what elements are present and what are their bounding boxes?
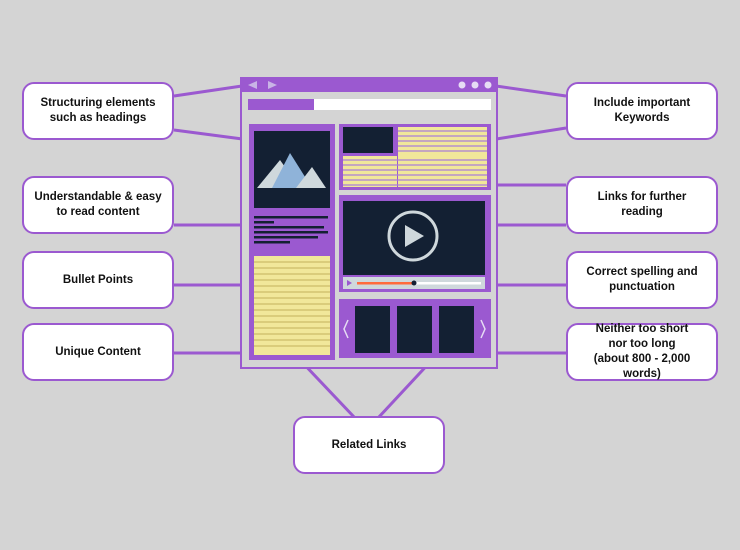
back-arrow-icon <box>248 81 257 89</box>
callout-understandable-content: Understandable & easy to read content <box>22 176 174 234</box>
callout-further-reading: Links for further reading <box>566 176 718 234</box>
address-bar <box>248 99 491 110</box>
callout-structuring-elements: Structuring elements such as headings <box>22 82 174 140</box>
callout-spelling: Correct spelling and punctuation <box>566 251 718 309</box>
callout-related-links: Related Links <box>293 416 445 474</box>
chevron-right-icon <box>480 319 486 339</box>
callout-length: Neither too short nor too long (about 80… <box>566 323 718 381</box>
callout-keywords: Include important Keywords <box>566 82 718 140</box>
window-dots-icon <box>458 81 492 89</box>
play-icon <box>387 210 439 262</box>
callout-bullet-points: Bullet Points <box>22 251 174 309</box>
forward-arrow-icon <box>268 81 277 89</box>
text-lines-dark <box>254 216 328 244</box>
chevron-left-icon <box>343 319 349 339</box>
bullet-text-block <box>254 256 330 355</box>
address-bar-progress <box>248 99 314 110</box>
browser-title-bar <box>241 78 497 92</box>
callout-unique-content: Unique Content <box>22 323 174 381</box>
connector-lines <box>173 84 567 420</box>
image-icon <box>254 131 330 208</box>
browser-window <box>240 77 498 369</box>
